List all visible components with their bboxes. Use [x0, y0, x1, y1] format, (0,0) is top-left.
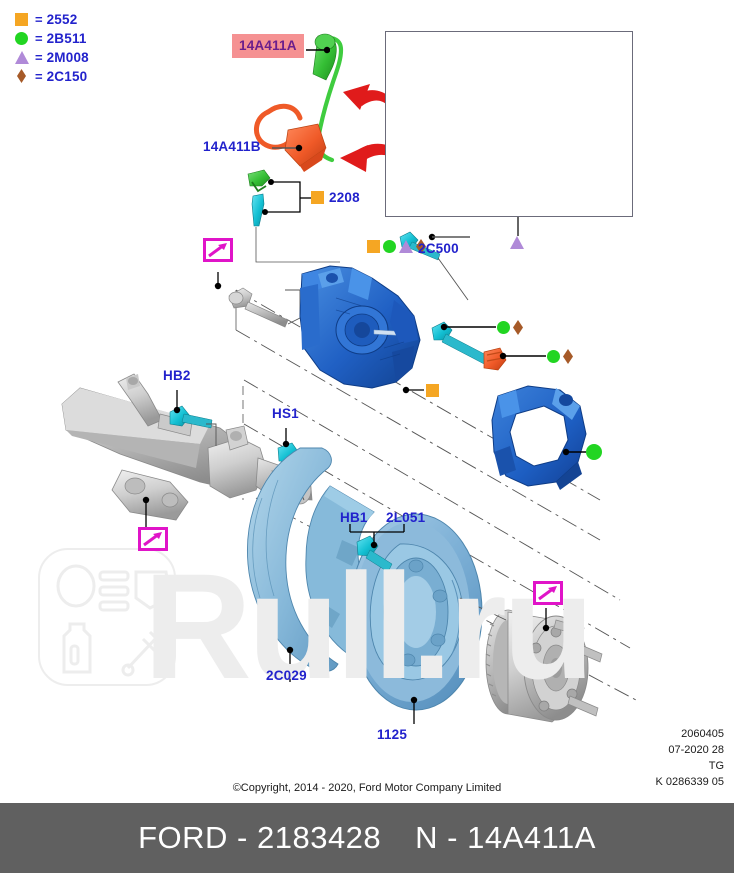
legend-item-2b511: = 2B511 — [14, 29, 89, 47]
label-2c029[interactable]: 2C029 — [266, 668, 307, 683]
markers-2c500 — [367, 239, 426, 254]
orange-square-icon — [14, 10, 32, 28]
label-hb2[interactable]: HB2 — [163, 368, 191, 383]
doc-code-k: K 0286339 05 — [655, 776, 724, 788]
caliper-anchor-bracket — [491, 385, 602, 490]
part-14a411b-sensor — [254, 103, 327, 172]
legend-equals: = — [35, 49, 43, 65]
footer-brand-part: FORD - 2183428 — [138, 820, 382, 855]
label-hs1[interactable]: HS1 — [272, 406, 299, 421]
label-2l051[interactable]: 2L051 — [386, 510, 426, 525]
green-circle-icon — [547, 350, 560, 363]
doc-code-tg: TG — [708, 760, 724, 772]
legend-item-2552: = 2552 — [14, 10, 89, 28]
doc-code-drawing: 2060405 — [681, 728, 724, 740]
legend-equals: = — [35, 11, 43, 27]
reference-arrow-badge-3[interactable] — [533, 581, 563, 605]
markers-caliper — [426, 384, 439, 397]
wheel-hub-bearing — [459, 597, 603, 723]
exploded-view-artwork — [61, 33, 637, 724]
purple-triangle-icon — [399, 240, 413, 253]
part-hb1-2l051-bolt — [349, 524, 405, 582]
reference-arrow-badge-1[interactable] — [203, 238, 233, 262]
brake-caliper-body — [299, 265, 424, 394]
copyright-notice: ©Copyright, 2014 - 2020, Ford Motor Comp… — [232, 782, 502, 794]
footer-catalog-part: N - 14A411A — [415, 820, 596, 855]
legend-item-2c150: = 2C150 — [14, 67, 89, 85]
label-hb1[interactable]: HB1 — [340, 510, 368, 525]
doc-code-date: 07-2020 28 — [668, 744, 724, 756]
legend-equals: = — [35, 30, 43, 46]
legend-code-2b511: 2B511 — [46, 30, 87, 46]
watermark-parts-icons — [38, 548, 176, 686]
green-circle-icon — [383, 240, 396, 253]
suspension-link-upper — [214, 272, 301, 328]
brown-diamond-icon — [416, 239, 426, 254]
orange-square-icon — [311, 191, 324, 204]
footer-banner: FORD - 2183428 N - 14A411A — [0, 803, 734, 873]
brown-diamond-icon — [14, 67, 32, 85]
watermark-text: Rull.ru — [143, 542, 595, 710]
reference-arrow-badge-2[interactable] — [138, 527, 168, 551]
caliper-guide-pin — [431, 321, 496, 367]
markers-pin-boot — [547, 349, 573, 364]
label-2c500[interactable]: 2C500 — [418, 241, 459, 256]
legend-code-2c150: 2C150 — [46, 68, 88, 84]
document-codes: 2060405 07-2020 28 TG K 0286339 05 — [655, 726, 724, 790]
legend-code-2m008: 2M008 — [46, 49, 89, 65]
label-14a411a[interactable]: 14A411A — [232, 34, 304, 58]
markers-pad-kit — [510, 236, 524, 249]
symbol-legend: = 2552 = 2B511 = 2M008 = 2C150 — [14, 10, 89, 86]
label-2208[interactable]: 2208 — [329, 190, 360, 205]
leader-14a411b — [272, 144, 303, 152]
purple-triangle-icon — [510, 236, 524, 249]
brown-diamond-icon — [513, 320, 523, 335]
green-circle-icon — [497, 321, 510, 334]
caliper-pin-boot — [483, 347, 546, 371]
green-circle-icon — [14, 29, 32, 47]
leader-14a411a — [306, 46, 330, 54]
legend-item-2m008: = 2M008 — [14, 48, 89, 66]
part-hb2-bolt — [169, 390, 217, 446]
label-14a411b[interactable]: 14A411B — [203, 139, 261, 154]
label-1125[interactable]: 1125 — [377, 727, 408, 742]
purple-triangle-icon — [14, 48, 32, 66]
legend-equals: = — [35, 68, 43, 84]
markers-2208 — [311, 191, 324, 204]
diagram-canvas: Rull.ru — [14, 10, 724, 794]
orange-square-icon — [367, 240, 380, 253]
orange-square-icon — [426, 384, 439, 397]
part-2208-group — [247, 169, 311, 227]
markers-guide-pin — [497, 320, 523, 335]
brake-pad-kit-box — [385, 31, 633, 217]
brown-diamond-icon — [563, 349, 573, 364]
legend-code-2552: 2552 — [46, 11, 78, 27]
